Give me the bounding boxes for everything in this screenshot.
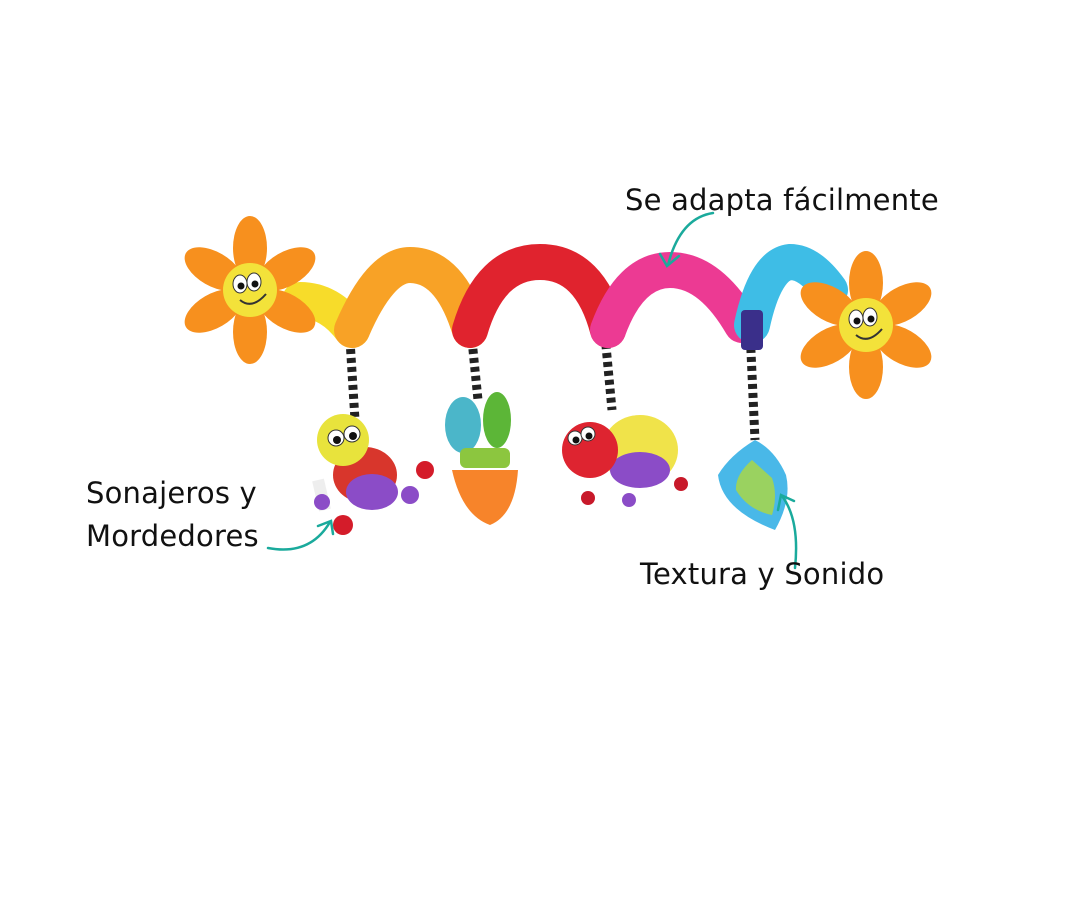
arrow-rattles-head (316, 519, 335, 536)
arrows (266, 211, 798, 570)
label-texture: Textura y Sonido (640, 557, 885, 591)
arrow-adapts (666, 211, 715, 267)
arrow-texture (780, 494, 798, 570)
arrow-texture-head (776, 493, 796, 512)
leaf-teether (718, 440, 788, 530)
zebra-strings (345, 329, 760, 441)
spiral-body (282, 243, 848, 348)
ladybug-rattle (562, 415, 688, 507)
arrow-rattles (266, 520, 332, 551)
bee-rattle (312, 414, 434, 535)
label-adapts: Se adapta fácilmente (625, 183, 939, 217)
label-rattles-line2: Mordedores (86, 519, 259, 553)
brand-tag (741, 310, 763, 350)
arrow-adapts-head (658, 252, 681, 268)
label-rattles-line1: Sonajeros y (86, 476, 257, 510)
carrot-teether (445, 392, 518, 525)
